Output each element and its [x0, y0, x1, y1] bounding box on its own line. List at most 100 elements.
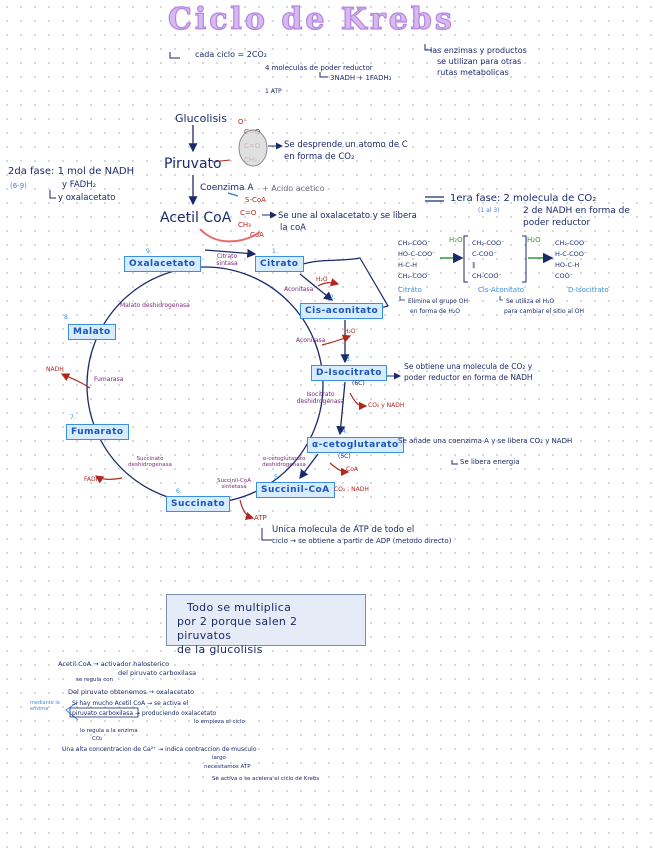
multiplica-line-2: por 2 porque salen 2 piruvatos — [177, 615, 298, 642]
malato-desh-label: Malato deshidrogenasa — [120, 302, 190, 309]
desprende-note-1: Se desprende un atomo de C — [284, 140, 408, 150]
bottom-note-1: Acetil CoA → activador halosterico — [58, 660, 170, 668]
glucolisis-label: Glucolisis — [175, 112, 227, 125]
atp-note: 1 ATP — [265, 88, 282, 95]
bottom-side-note: mediante la enzima — [30, 700, 60, 712]
succinil-coa-box: Succinil-CoA — [256, 482, 335, 498]
ceto-note-1: Se añade una coenzima A y se libera CO₂ … — [398, 437, 573, 445]
step-9: 9. — [146, 248, 152, 255]
cis-aconitato-box: Cis-aconitato — [300, 303, 384, 319]
fumarasa-label: Fumarasa — [94, 376, 124, 383]
iso-note-2: poder reductor en forma de NADH — [404, 373, 533, 382]
iso-struct-label: D-Isocitrato — [568, 286, 609, 294]
step-5: 5. — [274, 474, 280, 481]
desprende-note-2: en forma de CO₂ — [284, 152, 355, 162]
isocitrato-box: D-Isocitrato — [311, 365, 387, 381]
bottom-note-1b: del piruvato carboxilasa — [118, 669, 197, 677]
coenzima-label: Coenzima A — [200, 183, 254, 193]
fase1-line3: poder reductor — [523, 218, 591, 228]
step-3: 3. — [346, 356, 352, 363]
h2o-b-label: H₂O — [344, 328, 356, 335]
citrato-sintasa-label: Citrato sintasa — [216, 253, 238, 267]
fase2-label: 2da fase: 1 mol de NADH — [8, 166, 135, 177]
ceto-desh-label: α-cetoglutarato deshidrogenasa — [262, 456, 306, 468]
bottom-note-2: se regula con — [76, 677, 114, 683]
bottom-note-5b: lo empieza el ciclo — [194, 719, 245, 725]
atp-note-1: Unica molecula de ATP de todo el — [272, 525, 415, 535]
citrato-box: Citrato — [255, 256, 304, 272]
succinato-box: Succinato — [166, 496, 231, 512]
co2-nadh-label: CO₂ y NADH — [368, 402, 405, 409]
bottom-note-4: Si hay mucho Acetil CoA → se activa el — [72, 700, 189, 707]
atp-note-2: ciclo → se obtiene a partir de ADP (meto… — [272, 537, 452, 545]
une-note-2: la coA — [280, 223, 306, 233]
o-minus: O⁻ — [238, 118, 248, 126]
step-6: 6. — [176, 488, 182, 495]
fadh2-label: FADH₂ — [84, 476, 103, 483]
enzimas-note-1: las enzimas y productos — [430, 46, 527, 55]
cada-ciclo-note: cada ciclo = 2CO₂ — [195, 50, 267, 59]
step-7: 7. — [70, 414, 76, 421]
scoa-label: S-CoA — [245, 196, 266, 204]
step-1: 1. — [272, 248, 278, 255]
aconitasa-label-2: Aconitasa — [296, 337, 326, 344]
une-note-1: Se une al oxalacetato y se libera — [278, 211, 417, 221]
enzimas-note-2: se utilizan para otras — [437, 57, 522, 66]
piruvato-label: Piruvato — [164, 156, 222, 172]
step-8: 8. — [64, 314, 70, 321]
nadh-note: 3NADH + 1FADH₂ — [330, 74, 392, 82]
cis-structure: CH₂-COO⁻ C-COO⁻ ‖ CH-COO⁻ — [472, 239, 505, 280]
citrato-struct-label: Citrato — [398, 286, 422, 294]
acido-label: + Acido acetico — [262, 184, 325, 193]
isocitrato-desh-label: Isocitrato deshidrogenasa — [296, 391, 345, 405]
cetoglutarato-box: α-cetoglutarato — [307, 437, 404, 453]
succ-desh-label: Succinato deshidrogenasa — [128, 456, 172, 468]
elimina-note-1: Elimina el grupo OH — [408, 298, 468, 305]
coa-in-label: CoA — [346, 466, 358, 473]
cis-struct-label: Cis-Aconitato — [478, 286, 525, 294]
bottom-note-8: necesitamos ATP — [204, 764, 251, 770]
co2-nadh-label-2: CO₂ ; NADH — [334, 486, 369, 493]
multiplica-note: Todo se multiplica por 2 porque salen 2 … — [166, 594, 366, 656]
multiplica-line-1: Todo se multiplica — [187, 601, 292, 614]
enzimas-note-3: rutas metabolicas — [437, 68, 509, 77]
oxalo-note: y oxalacetato — [58, 193, 116, 203]
bottom-note-7: Una alta concentracion de Ca²⁺ → indica … — [62, 746, 257, 753]
fase1-label: 1era fase: 2 molecula de CO₂ — [450, 193, 597, 204]
bottom-note-7b: largo — [212, 755, 226, 761]
bottom-note-3: Del piruvato obtenemos → oxalacetato — [68, 688, 195, 696]
fase2-range: (6-9) — [10, 182, 27, 190]
page-title: Ciclo de Krebs — [167, 1, 455, 37]
step-4: 4. — [342, 428, 348, 435]
fivec-label: (5C) — [338, 453, 351, 460]
ch3-label-2: CH₃ — [238, 221, 251, 229]
acetil-label: Acetil CoA — [160, 210, 232, 226]
h2o-in-label: H₂O — [527, 236, 541, 244]
iso-structure: CH₂-COO⁻ H-C-COO⁻ HO-C-H COO⁻ — [555, 239, 588, 280]
bottom-note-6b: CO₂ — [92, 736, 103, 742]
citrato-structure: CH₂-COO⁻ HO-C-COO⁻ H-C-H CH₂-COO⁻ — [398, 239, 436, 280]
utiliza-note-2: para cambiar el sitio al OH — [504, 308, 585, 315]
c-double-o-3: C=O — [240, 209, 257, 217]
succ-sintetasa-label: Succinil-CoA sintetasa — [216, 478, 252, 490]
fadh-note: y FADH₂ — [62, 180, 96, 190]
fumarato-box: Fumarato — [66, 424, 129, 440]
malato-box: Malato — [68, 324, 116, 340]
nadh-label: NADH — [46, 366, 64, 373]
ceto-note-2: Se libera energia — [460, 458, 520, 466]
bottom-note-6: lo regula a la enzima — [80, 728, 138, 734]
fase1-range: (1 al 3) — [478, 207, 500, 214]
iso-note-1: Se obtiene una molecula de CO₂ y — [404, 362, 533, 371]
aconitasa-label-1: Aconitasa — [284, 286, 314, 293]
bottom-note-9: Se activa o se acelera el ciclo de Krebs — [212, 776, 320, 782]
h2o-a-label: H₂O — [316, 276, 328, 283]
step-2: 2. — [330, 294, 336, 301]
moleculas-note: 4 moleculas de poder reductor — [265, 64, 373, 72]
h2o-out-label: H₂O — [449, 236, 463, 244]
utiliza-note-1: Se utiliza el H₂O — [506, 298, 555, 305]
oxalacetato-box: Oxalacetato — [124, 256, 201, 272]
bottom-note-5: piruvato carboxilasa → produciendo oxala… — [72, 710, 217, 717]
atp-label: ATP — [254, 514, 267, 522]
sixc-label: (6C) — [352, 380, 365, 387]
